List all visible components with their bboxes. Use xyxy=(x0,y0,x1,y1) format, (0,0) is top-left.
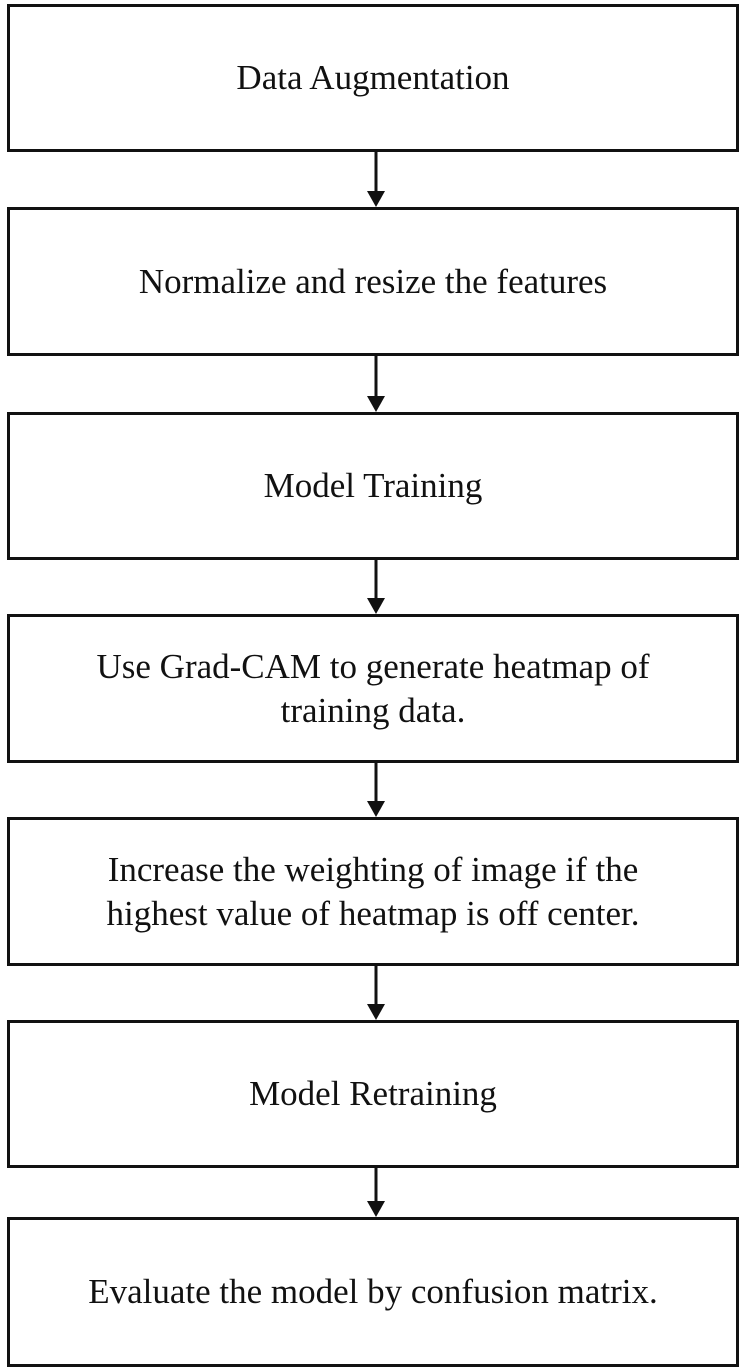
arrow-2-to-3 xyxy=(367,356,385,412)
arrow-1-to-2 xyxy=(367,152,385,207)
step-model-retraining: Model Retraining xyxy=(7,1020,739,1168)
step-label: Use Grad-CAM to generate heatmap of trai… xyxy=(96,646,650,730)
arrow-6-to-7 xyxy=(367,1168,385,1217)
step-model-training: Model Training xyxy=(7,412,739,560)
step-normalize-resize: Normalize and resize the features xyxy=(7,207,739,356)
step-label: Model Retraining xyxy=(249,1074,497,1113)
arrow-5-to-6 xyxy=(367,966,385,1020)
step-data-augmentation: Data Augmentation xyxy=(7,4,739,152)
step-grad-cam-heatmap: Use Grad-CAM to generate heatmap of trai… xyxy=(7,614,739,763)
step-evaluate-model: Evaluate the model by confusion matrix. xyxy=(7,1217,739,1367)
step-label: Data Augmentation xyxy=(236,58,510,97)
step-label: Model Training xyxy=(263,466,483,505)
step-label: Evaluate the model by confusion matrix. xyxy=(88,1272,658,1311)
step-label: Increase the weighting of image if the h… xyxy=(106,849,640,933)
step-increase-weighting: Increase the weighting of image if the h… xyxy=(7,817,739,966)
arrow-4-to-5 xyxy=(367,763,385,817)
step-label: Normalize and resize the features xyxy=(138,261,608,301)
arrow-3-to-4 xyxy=(367,560,385,614)
